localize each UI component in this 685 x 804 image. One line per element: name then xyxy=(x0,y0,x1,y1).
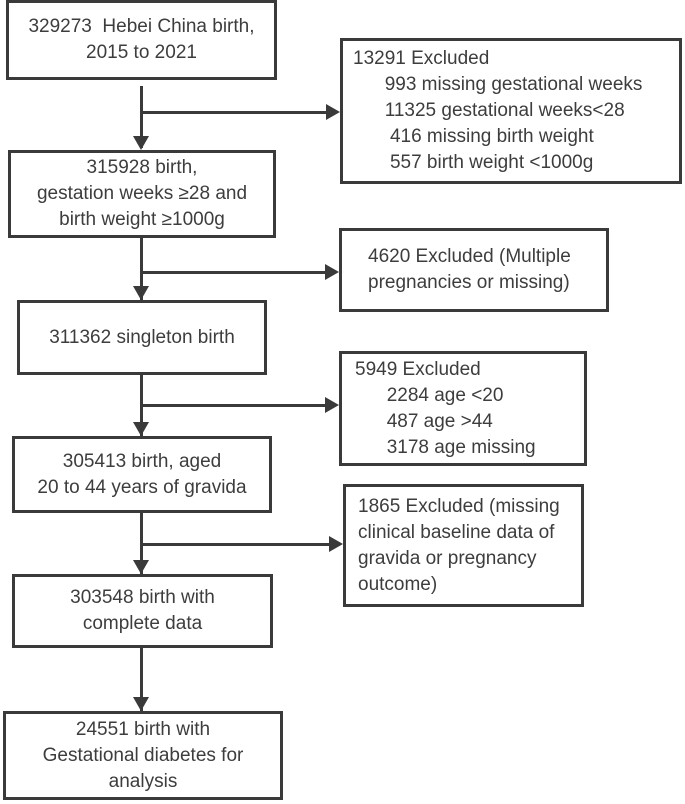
branch-arrow-excluded-gestational xyxy=(141,111,327,114)
arrowhead-right-1 xyxy=(326,104,340,120)
box-excluded-gestational: 13291 Excluded 993 missing gestational w… xyxy=(340,38,682,184)
arrowhead-right-4 xyxy=(329,536,343,552)
box-singleton-birth: 311362 singleton birth xyxy=(17,300,267,375)
box-gdm-analysis: 24551 birth with Gestational diabetes fo… xyxy=(3,711,283,800)
box-excluded-age: 5949 Excluded 2284 age <20 487 age >44 3… xyxy=(339,351,587,466)
box-gestation-filtered: 315928 birth, gestation weeks ≥28 and bi… xyxy=(8,150,276,238)
arrow-total-to-gestation xyxy=(140,86,143,148)
branch-arrow-excluded-age xyxy=(141,404,326,407)
arrowhead-down-4 xyxy=(133,560,149,574)
arrowhead-right-3 xyxy=(325,397,339,413)
arrowhead-down-2 xyxy=(133,286,149,300)
box-excluded-baseline-data: 1865 Excluded (missing clinical baseline… xyxy=(343,484,584,607)
box-complete-data: 303548 birth with complete data xyxy=(12,574,273,648)
box-age-filtered: 305413 birth, aged 20 to 44 years of gra… xyxy=(12,436,272,513)
arrowhead-down-3 xyxy=(133,422,149,436)
box-total-births: 329273 Hebei China birth, 2015 to 2021 xyxy=(6,0,277,80)
arrowhead-right-2 xyxy=(325,264,339,280)
box-excluded-multiple-pregnancy: 4620 Excluded (Multiple pregnancies or m… xyxy=(339,228,609,312)
arrow-complete-to-analysis xyxy=(140,648,143,711)
arrowhead-down-1 xyxy=(133,136,149,150)
branch-arrow-excluded-multiple xyxy=(141,271,326,274)
branch-arrow-excluded-baseline xyxy=(141,543,330,546)
arrow-gestation-to-singleton xyxy=(140,238,143,300)
arrowhead-down-5 xyxy=(133,697,149,711)
